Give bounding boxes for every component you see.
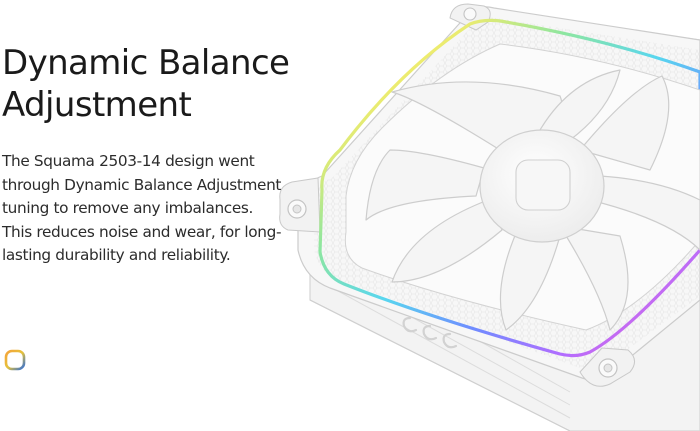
feature-description: The Squama 2503-14 design went through D…	[2, 152, 286, 265]
feature-title-line-2: Adjustment	[2, 85, 192, 125]
feature-title: Dynamic Balance Adjustment	[2, 42, 290, 126]
rounded-square-gradient-icon	[4, 349, 26, 371]
fan-illustration	[279, 3, 700, 431]
feature-title-line-1: Dynamic Balance	[2, 43, 290, 83]
